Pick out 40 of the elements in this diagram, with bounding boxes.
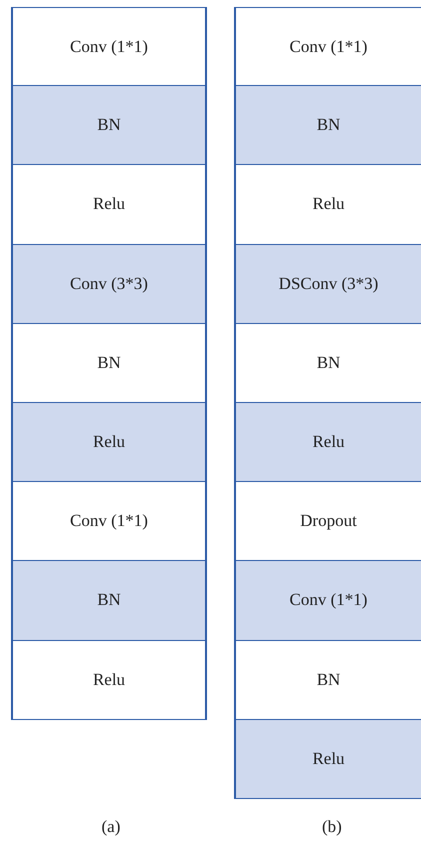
layer-label: BN	[316, 670, 340, 690]
layer-box	[234, 324, 421, 403]
layer-label: Relu	[312, 432, 345, 452]
layer-box	[234, 482, 421, 562]
layer-label: Conv (1*1)	[70, 36, 148, 57]
panel-label: (a)	[102, 817, 120, 837]
layer-box	[11, 244, 207, 324]
layer-box	[234, 165, 421, 245]
layer-box	[234, 561, 421, 641]
layer-box	[234, 640, 421, 720]
layer-label: Conv (1*1)	[70, 511, 148, 532]
layer-label: BN	[97, 352, 121, 373]
layer-box	[234, 86, 421, 166]
layer-box	[234, 7, 421, 86]
layer-label: BN	[97, 115, 121, 136]
layer-box	[11, 640, 207, 720]
layer-label: BN	[316, 352, 340, 373]
layer-box	[234, 403, 421, 482]
layer-label: Conv (3*3)	[70, 274, 148, 294]
layer-label: DSConv (3*3)	[278, 274, 378, 294]
layer-label: Relu	[92, 670, 126, 690]
layer-label: Conv (1*1)	[290, 36, 368, 57]
layer-box	[11, 561, 207, 641]
layer-box	[11, 86, 207, 166]
layer-box	[11, 403, 207, 482]
layer-label: Relu	[92, 194, 126, 214]
layer-box	[11, 482, 207, 562]
panel-label: (b)	[322, 817, 342, 837]
layer-label: Dropout	[300, 511, 357, 532]
layer-box	[234, 720, 421, 799]
layer-label: BN	[316, 115, 340, 136]
layer-label: Relu	[312, 748, 345, 769]
layer-label: Conv (1*1)	[290, 590, 368, 610]
layer-box	[11, 324, 207, 403]
layer-label: BN	[97, 590, 121, 610]
layer-box	[234, 244, 421, 324]
layer-box	[11, 7, 207, 86]
layer-box	[11, 165, 207, 245]
layer-label: Relu	[312, 194, 345, 214]
layer-label: Relu	[92, 432, 126, 452]
